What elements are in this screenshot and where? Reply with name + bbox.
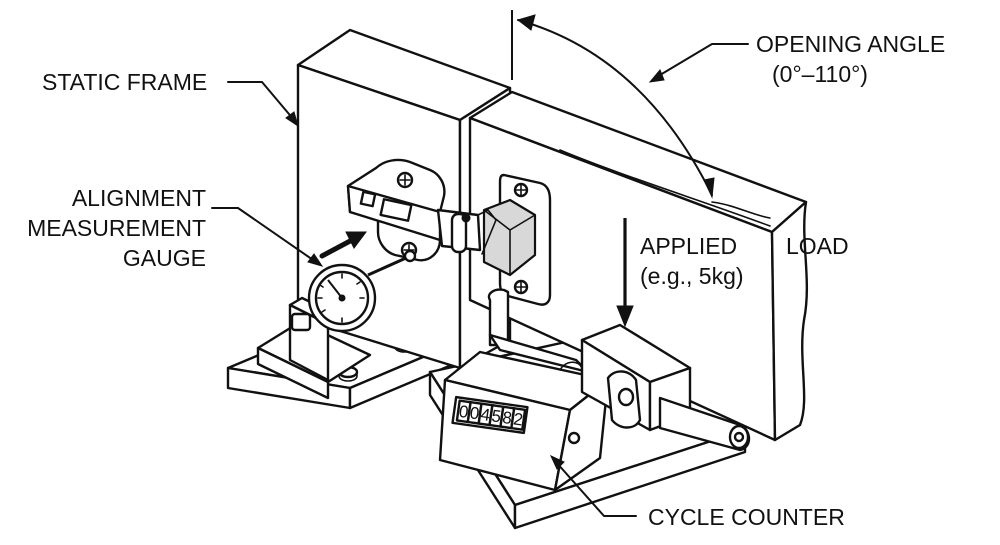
leader-static-frame — [227, 81, 295, 121]
hinge-arm — [346, 158, 497, 262]
hinge-mounting-plate — [482, 173, 552, 306]
counter-digit: 5 — [490, 406, 502, 426]
leader-opening-angle-arrowhead — [648, 69, 665, 83]
label-applied-line-2: (e.g., 5kg) — [640, 263, 744, 289]
counter-digit: 0 — [458, 402, 470, 422]
label-static-frame: STATIC FRAME — [42, 69, 207, 95]
label-opening-angle-line-1: OPENING ANGLE — [756, 31, 945, 57]
leader-static-frame-arrowhead — [285, 111, 299, 128]
label-alignment-line-2: MEASUREMENT — [27, 215, 206, 241]
applied-load-arrow — [616, 218, 634, 328]
label-load: LOAD — [786, 233, 849, 259]
label-alignment-line-3: GAUGE — [123, 245, 206, 271]
leader-alignment-gauge — [211, 207, 317, 263]
counter-display: 0 0 4 5 8 2 — [455, 399, 527, 431]
label-alignment-line-1: ALIGNMENT — [72, 185, 206, 211]
label-cycle-counter: CYCLE COUNTER — [648, 504, 845, 530]
dial-gauge — [290, 249, 417, 333]
leader-opening-angle — [654, 43, 749, 79]
counter-digit: 4 — [479, 405, 491, 425]
opening-angle-indicator — [511, 10, 715, 199]
label-opening-angle-line-2: (0°–110°) — [772, 61, 868, 87]
counter-digit: 0 — [469, 403, 481, 423]
label-applied-line-1: APPLIED — [640, 233, 737, 259]
leader-cycle-counter — [555, 461, 637, 517]
counter-digit-cell — [510, 407, 527, 431]
leader-alignment-gauge-arrowhead — [307, 253, 324, 267]
counter-digit: 8 — [501, 408, 513, 428]
alignment-arrow — [319, 231, 367, 259]
counter-digit: 2 — [512, 409, 524, 429]
actuator-rod — [487, 288, 751, 452]
leader-cycle-counter-arrowhead — [549, 454, 565, 470]
